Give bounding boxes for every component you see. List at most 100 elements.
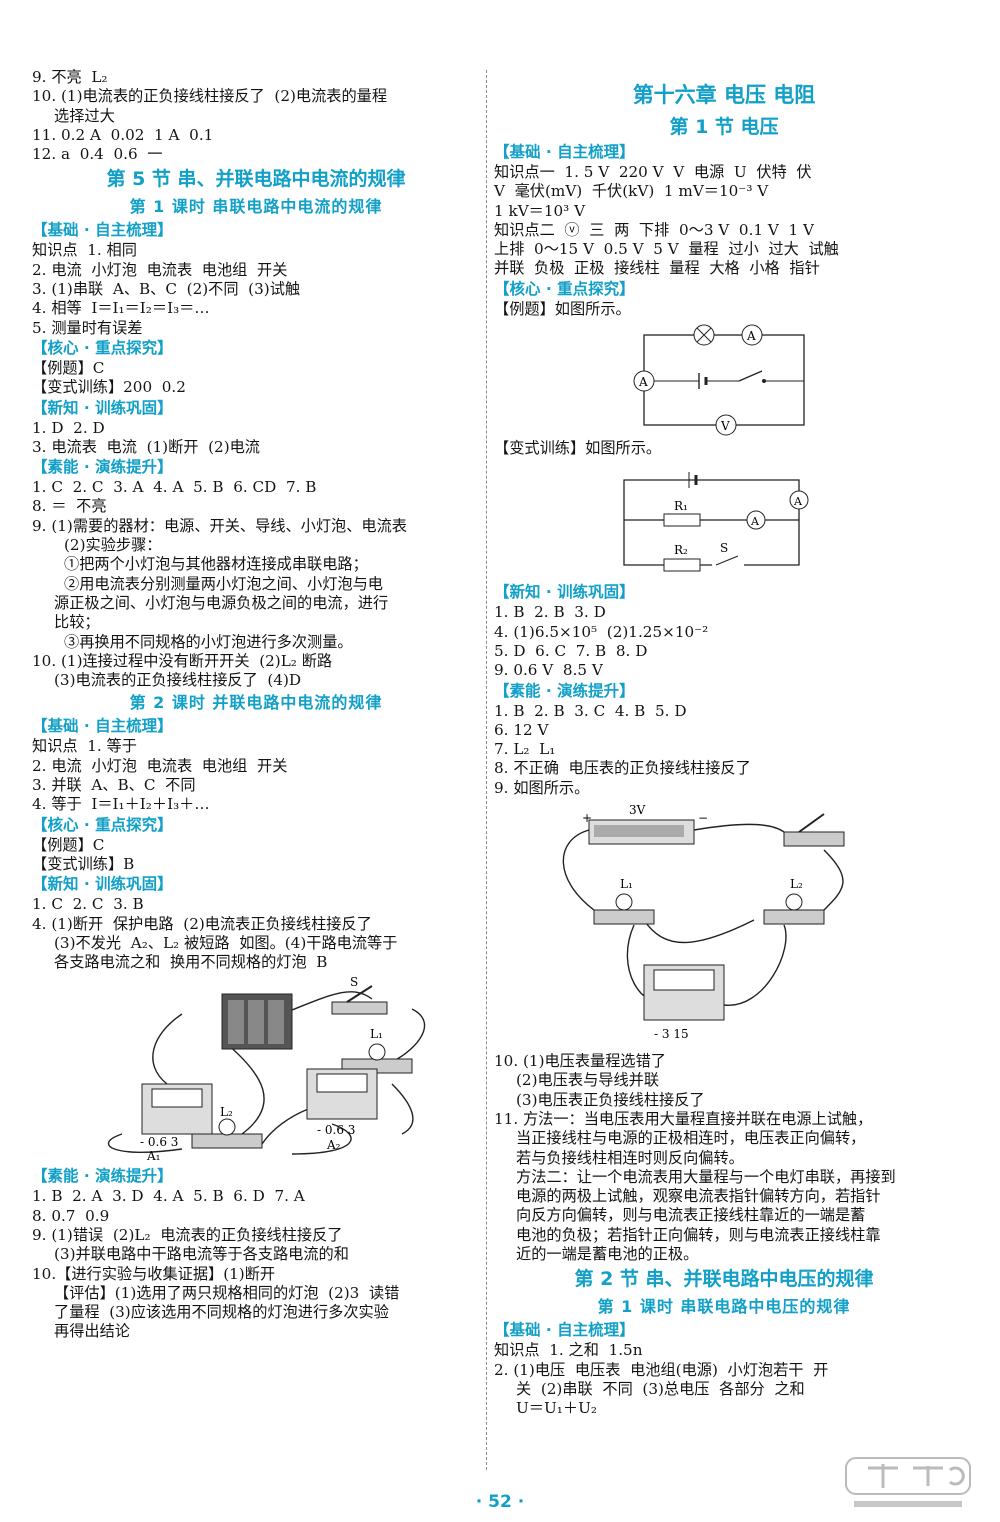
text-line: 9. 不亮 L₂ (32, 68, 108, 86)
bulb-l1-icon (593, 893, 655, 925)
section-header: 【核心 · 重点探究】 (32, 815, 173, 834)
text-line: 了量程 (3)应该选用不同规格的灯泡进行多次实验 (54, 1303, 389, 1322)
text-line: 知识点 1. 等于 (32, 737, 137, 756)
section-header: 【新知 · 训练巩固】 (32, 875, 173, 894)
text-line: 1. C 2. C 3. B (32, 895, 144, 914)
section-header: 【核心 · 重点探究】 (32, 338, 173, 357)
switch-icon (738, 370, 766, 384)
text-line: 近的一端是蓄电池的正极。 (516, 1245, 699, 1264)
text-line: 9. 0.6 V 8.5 V (494, 661, 603, 680)
text-line: 1. B 2. B 3. D (494, 603, 606, 622)
text-line: 方法二：让一个电流表用大量程与一个电灯串联，再接到 (516, 1167, 896, 1186)
svg-text:A: A (793, 495, 803, 508)
text-line: 3. 电流表 电流 (1)断开 (2)电流 (32, 437, 260, 456)
ammeter-a1-scale: - 0.6 3 (140, 1135, 178, 1149)
watermark-logo (845, 1457, 971, 1507)
text-line: 当正接线柱与电源的正极相连时，电压表正向偏转， (516, 1129, 866, 1148)
switch-icon (331, 985, 388, 1015)
text-line: 知识点 1. 之和 1.5n (494, 1341, 643, 1360)
example-circuit-figure: A A V (494, 321, 954, 437)
text-line: (3)电流表的正负接线柱接反了 (4)D (54, 671, 302, 690)
text-line: 10. (1)电流表的正负接线柱接反了 (2)电流表的量程 (32, 87, 388, 106)
text-line: 1 kV＝10³ V (494, 201, 586, 220)
svg-text:V: V (720, 419, 730, 433)
text-line: 知识点二 ⓥ 三 两 下排 0～3 V 0.1 V 1 V (494, 220, 814, 239)
svg-text:A: A (638, 375, 648, 389)
lesson-title: 第 1 课时 串联电路中电流的规律 (129, 197, 383, 217)
text-line: 选择过大 (54, 106, 115, 125)
text-line: 9. 如图所示。 (494, 778, 590, 797)
section-header: 【基础 · 自主梳理】 (494, 143, 635, 161)
ammeter-a2-icon (306, 1068, 378, 1120)
text-line: ②用电流表分别测量两小灯泡之间、小灯泡与电 (64, 574, 383, 593)
section-title: 第 5 节 串、并联电路中电流的规律 (106, 168, 406, 191)
svg-text:A: A (746, 329, 756, 343)
text-line: 比较； (54, 613, 100, 632)
text-line: 8. 0.7 0.9 (32, 1206, 110, 1225)
bulb-l2-icon (763, 893, 825, 925)
ammeter-mid-icon: A (746, 510, 766, 530)
text-line: 10. (1)连接过程中没有断开开关 (2)L₂ 断路 (32, 651, 333, 670)
text-line: (2)实验步骤： (64, 536, 162, 555)
text-line: 若与负接线柱相连时则反向偏转。 (516, 1148, 744, 1167)
resistor-r1-icon (663, 513, 701, 527)
ammeter-top-icon: A (741, 324, 763, 346)
section-header: 【基础 · 自主梳理】 (494, 1321, 635, 1340)
text-line: 并联 负极 正极 接线柱 量程 大格 小格 指针 (494, 259, 820, 278)
text-line: 7. L₂ L₁ (494, 740, 556, 759)
series-lamps-voltmeter-svg: 3V + − L₁ L₂ - 3 15 (562, 803, 845, 1041)
text-line: 4. 等于 I＝I₁＋I₂＋I₃＋… (32, 795, 210, 814)
text-line: 2. (1)电压 电压表 电池组(电源) 小灯泡若干 开 (494, 1360, 829, 1379)
parallel-circuit-svg: S L₁ - 0.6 3 A₁ - 0.6 3 A₂ L₂ (107, 975, 426, 1163)
svg-text:+: + (582, 811, 592, 825)
column-divider (486, 70, 487, 1470)
text-line: 各支路电流之和 换用不同规格的灯泡 B (54, 953, 328, 972)
bulb-l2-label: L₂ (790, 877, 803, 891)
text-line: 上排 0～15 V 0.5 V 5 V 量程 过小 过大 试触 (494, 240, 839, 259)
text-line: V 毫伏(mV) 千伏(kV) 1 mV＝10⁻³ V (494, 182, 769, 201)
text-line: (3)电压表正负接线柱接反了 (516, 1090, 705, 1109)
battery-icon (688, 472, 698, 489)
text-line: (3)并联电路中干路电流等于各支路电流的和 (54, 1245, 349, 1264)
battery-label: 3V (629, 803, 646, 817)
text-line: 10. (1)电压表量程选错了 (494, 1052, 666, 1071)
section-header: 【素能 · 演练提升】 (32, 1167, 173, 1186)
ammeter-a1-icon (141, 1083, 213, 1135)
parallel-circuit-figure: S L₁ - 0.6 3 A₁ - 0.6 3 A₂ L₂ (32, 974, 480, 1164)
variant-circuit-svg: A R₁ A R₂ S (623, 472, 809, 572)
text-line: 2. 电流 小灯泡 电流表 电池组 开关 (32, 756, 288, 775)
bulb-l1-label: L₁ (370, 1027, 383, 1041)
text-line: 2. 电流 小灯泡 电流表 电池组 开关 (32, 260, 288, 279)
text-line: 【例题】C (32, 358, 105, 377)
text-line: 1. B 2. B 3. C 4. B 5. D (494, 701, 687, 720)
variant-circuit-figure: A R₁ A R₂ S (494, 460, 954, 580)
section-header: 【新知 · 训练巩固】 (494, 583, 635, 602)
ammeter-left-icon: A (633, 370, 655, 392)
section-title: 第 1 节 电压 (669, 116, 779, 138)
text-line: 11. 方法一：当电压表用大量程直接并联在电源上试触， (494, 1109, 873, 1128)
text-line: 知识点一 1. 5 V 220 V V 电源 U 伏特 伏 (494, 163, 812, 181)
section-header: 【核心 · 重点探究】 (494, 279, 635, 298)
text-line: (2)电压表与导线并联 (516, 1071, 660, 1090)
text-line: 3. 并联 A、B、C 不同 (32, 776, 196, 795)
text-line: 5. D 6. C 7. B 8. D (494, 641, 648, 660)
text-line: 5. 测量时有误差 (32, 318, 143, 337)
voltmeter-icon (643, 964, 725, 1021)
section-title: 第 2 节 串、并联电路中电压的规律 (574, 1268, 874, 1291)
text-line: 电源的两极上试触，观察电流表指针偏转方向，若指针 (516, 1187, 881, 1206)
page-number: · 52 · (475, 1492, 525, 1512)
text-line: 关 (2)串联 不同 (3)总电压 各部分 之和 (516, 1379, 805, 1398)
r1-label: R₁ (674, 499, 688, 513)
text-line: 8. ＝ 不亮 (32, 497, 107, 516)
ammeter-a2-scale: - 0.6 3 (317, 1123, 355, 1137)
section-header: 【素能 · 演练提升】 (32, 458, 173, 477)
ammeter-right-icon: A (789, 490, 809, 510)
switch-icon (783, 813, 845, 847)
text-line: 8. 不正确 电压表的正负接线柱接反了 (494, 759, 751, 778)
text-line: 再得出结论 (54, 1322, 130, 1341)
text-line: 【变式训练】200 0.2 (32, 378, 186, 397)
text-line: 源正极之间、小灯泡与电源负极之间的电流，进行 (54, 593, 389, 612)
ammeter-a1-label: A₁ (146, 1149, 160, 1163)
section-header: 【素能 · 演练提升】 (494, 681, 635, 700)
